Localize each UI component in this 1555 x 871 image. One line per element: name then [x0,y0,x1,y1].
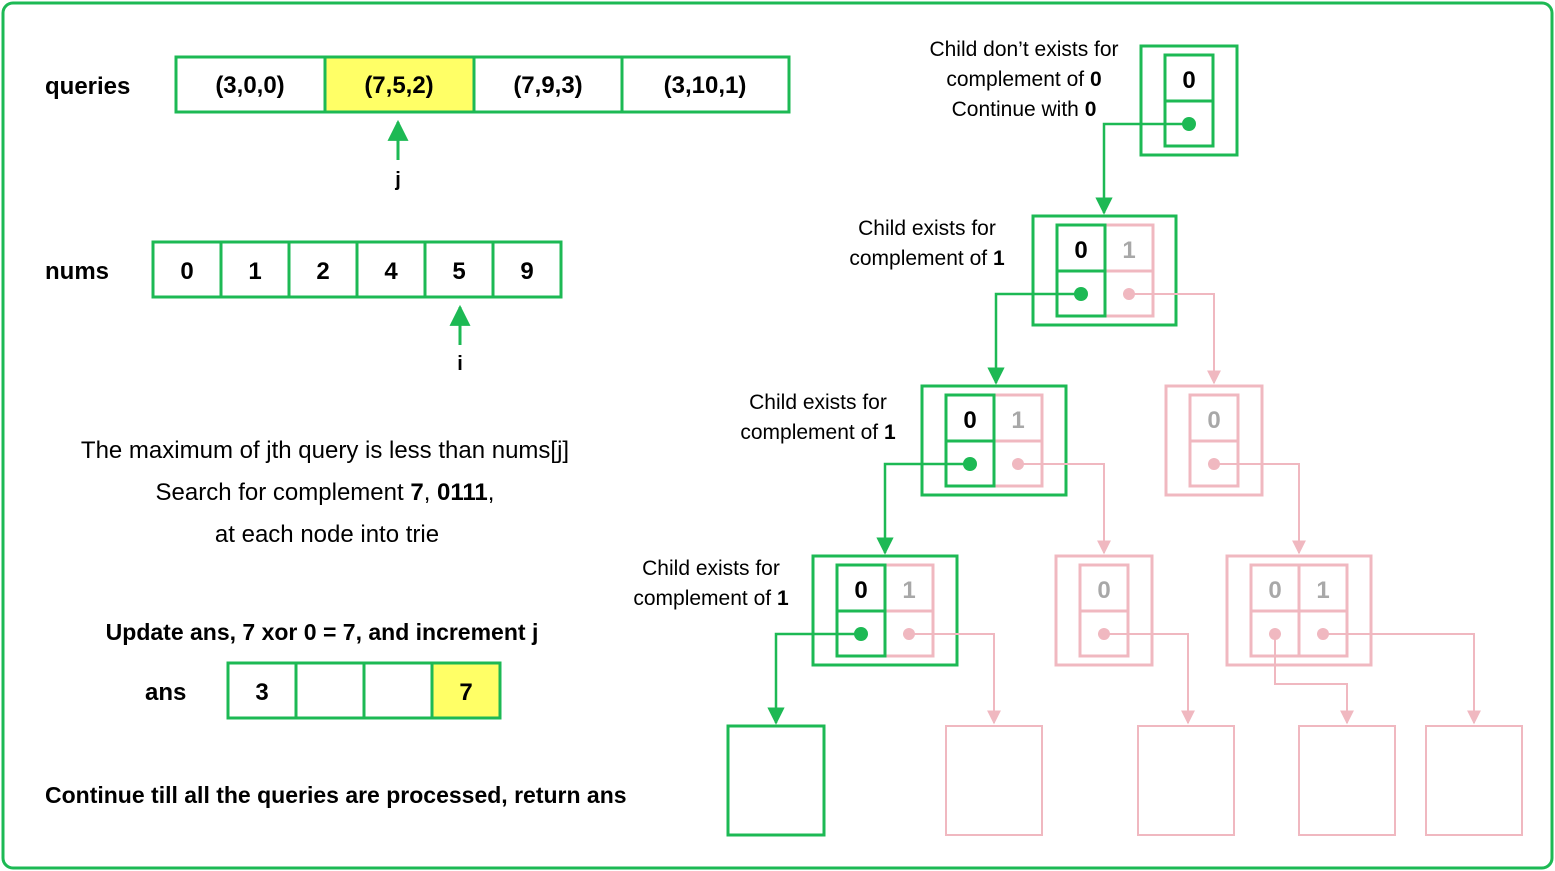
level1-note-line-2: complement of 1 [849,247,1005,270]
nums-label: nums [45,258,109,285]
explanation-line-2: Search for complement 7, 0111, [156,479,495,506]
query-cell-highlighted [323,55,476,114]
trie-level1-node: 0 1 [1031,214,1178,327]
query-cell [472,55,624,114]
j-pointer-label: j [394,169,401,191]
trie-leaf-node-inactive [1137,725,1235,836]
trie-bit: 0 [854,577,867,604]
trie-edge-active [767,632,861,725]
trie-edge-active [876,462,970,555]
trie-bit-inactive: 0 [1207,407,1220,434]
trie-leaf-node-inactive [945,725,1043,836]
ans-array: 3 7 [226,661,502,720]
queries-array: (3,0,0) (7,5,2) (7,9,3) (3,10,1) [174,55,791,114]
ans-cell [294,661,366,720]
update-text: Update ans, 7 xor 0 = 7, and increment j [106,619,539,645]
ans-cell [362,661,434,720]
ans-label: ans [145,679,186,706]
i-pointer-label: i [457,353,463,375]
trie-root-node: 0 [1139,44,1239,157]
trie-bit-inactive: 0 [1097,577,1110,604]
nums-value: 5 [452,258,465,285]
trie-edge-inactive [1104,633,1195,725]
trie-level2-node-inactive: 0 [1164,384,1264,497]
explanation-line-3: at each node into trie [215,521,439,548]
query-value: (7,9,3) [513,72,582,99]
trie-leaf-node-inactive [1425,725,1523,836]
ans-value: 3 [255,679,268,706]
nums-cell [491,240,563,299]
query-cell [620,55,791,114]
nums-value: 4 [384,258,398,285]
trie-edge-inactive [1214,463,1306,555]
root-note-line-3: Continue with 0 [952,98,1097,121]
root-note-line-1: Child don’t exists for [929,38,1118,61]
query-value: (3,10,1) [664,72,747,99]
trie-edge-inactive [1323,633,1481,725]
trie-bit-inactive: 1 [1316,577,1329,604]
trie-bit: 0 [1074,237,1087,264]
query-value: (7,5,2) [364,72,433,99]
ans-cell [226,661,298,720]
trie-bit-inactive: 1 [1011,407,1024,434]
ans-cell-highlighted [430,661,502,720]
trie-level3-node-inactive: 0 [1054,554,1154,667]
nums-value: 1 [248,258,261,285]
trie-edge-inactive [1129,293,1221,385]
queries-label: queries [45,73,130,100]
trie-edge-inactive [1274,634,1354,725]
query-value: (3,0,0) [215,72,284,99]
trie-level3-node: 0 1 [811,554,959,667]
trie-bit-inactive: 1 [902,577,915,604]
query-cell [174,55,327,114]
trie-leaf-node [726,724,826,837]
trie-bit: 0 [1182,67,1195,94]
nums-value: 9 [520,258,533,285]
trie-edge-inactive [909,633,1001,725]
nums-cell [219,240,291,299]
level1-note-line-1: Child exists for [858,217,996,240]
trie-bit-inactive: 1 [1122,237,1135,264]
footer-text: Continue till all the queries are proces… [45,782,627,808]
ans-value: 7 [459,679,472,706]
trie-edge-active [987,292,1081,385]
trie-bit: 0 [963,407,976,434]
trie-leaf-node-inactive [1298,725,1396,836]
trie-edge-inactive [1018,463,1111,555]
trie-level2-node: 0 1 [920,384,1068,497]
nums-array: 0 1 2 4 5 9 [151,240,563,299]
level2-note-line-2: complement of 1 [740,421,896,444]
explanation-line-1: The maximum of jth query is less than nu… [81,437,569,464]
trie-edge-active [1095,122,1189,215]
trie-bit-inactive: 0 [1268,577,1281,604]
level3-note-line-2: complement of 1 [633,587,789,610]
trie-level3-node-inactive: 0 1 [1225,554,1373,667]
nums-value: 0 [180,258,193,285]
nums-value: 2 [316,258,329,285]
root-note-line-2: complement of 0 [946,68,1101,91]
level2-note-line-1: Child exists for [749,391,887,414]
level3-note-line-1: Child exists for [642,557,780,580]
